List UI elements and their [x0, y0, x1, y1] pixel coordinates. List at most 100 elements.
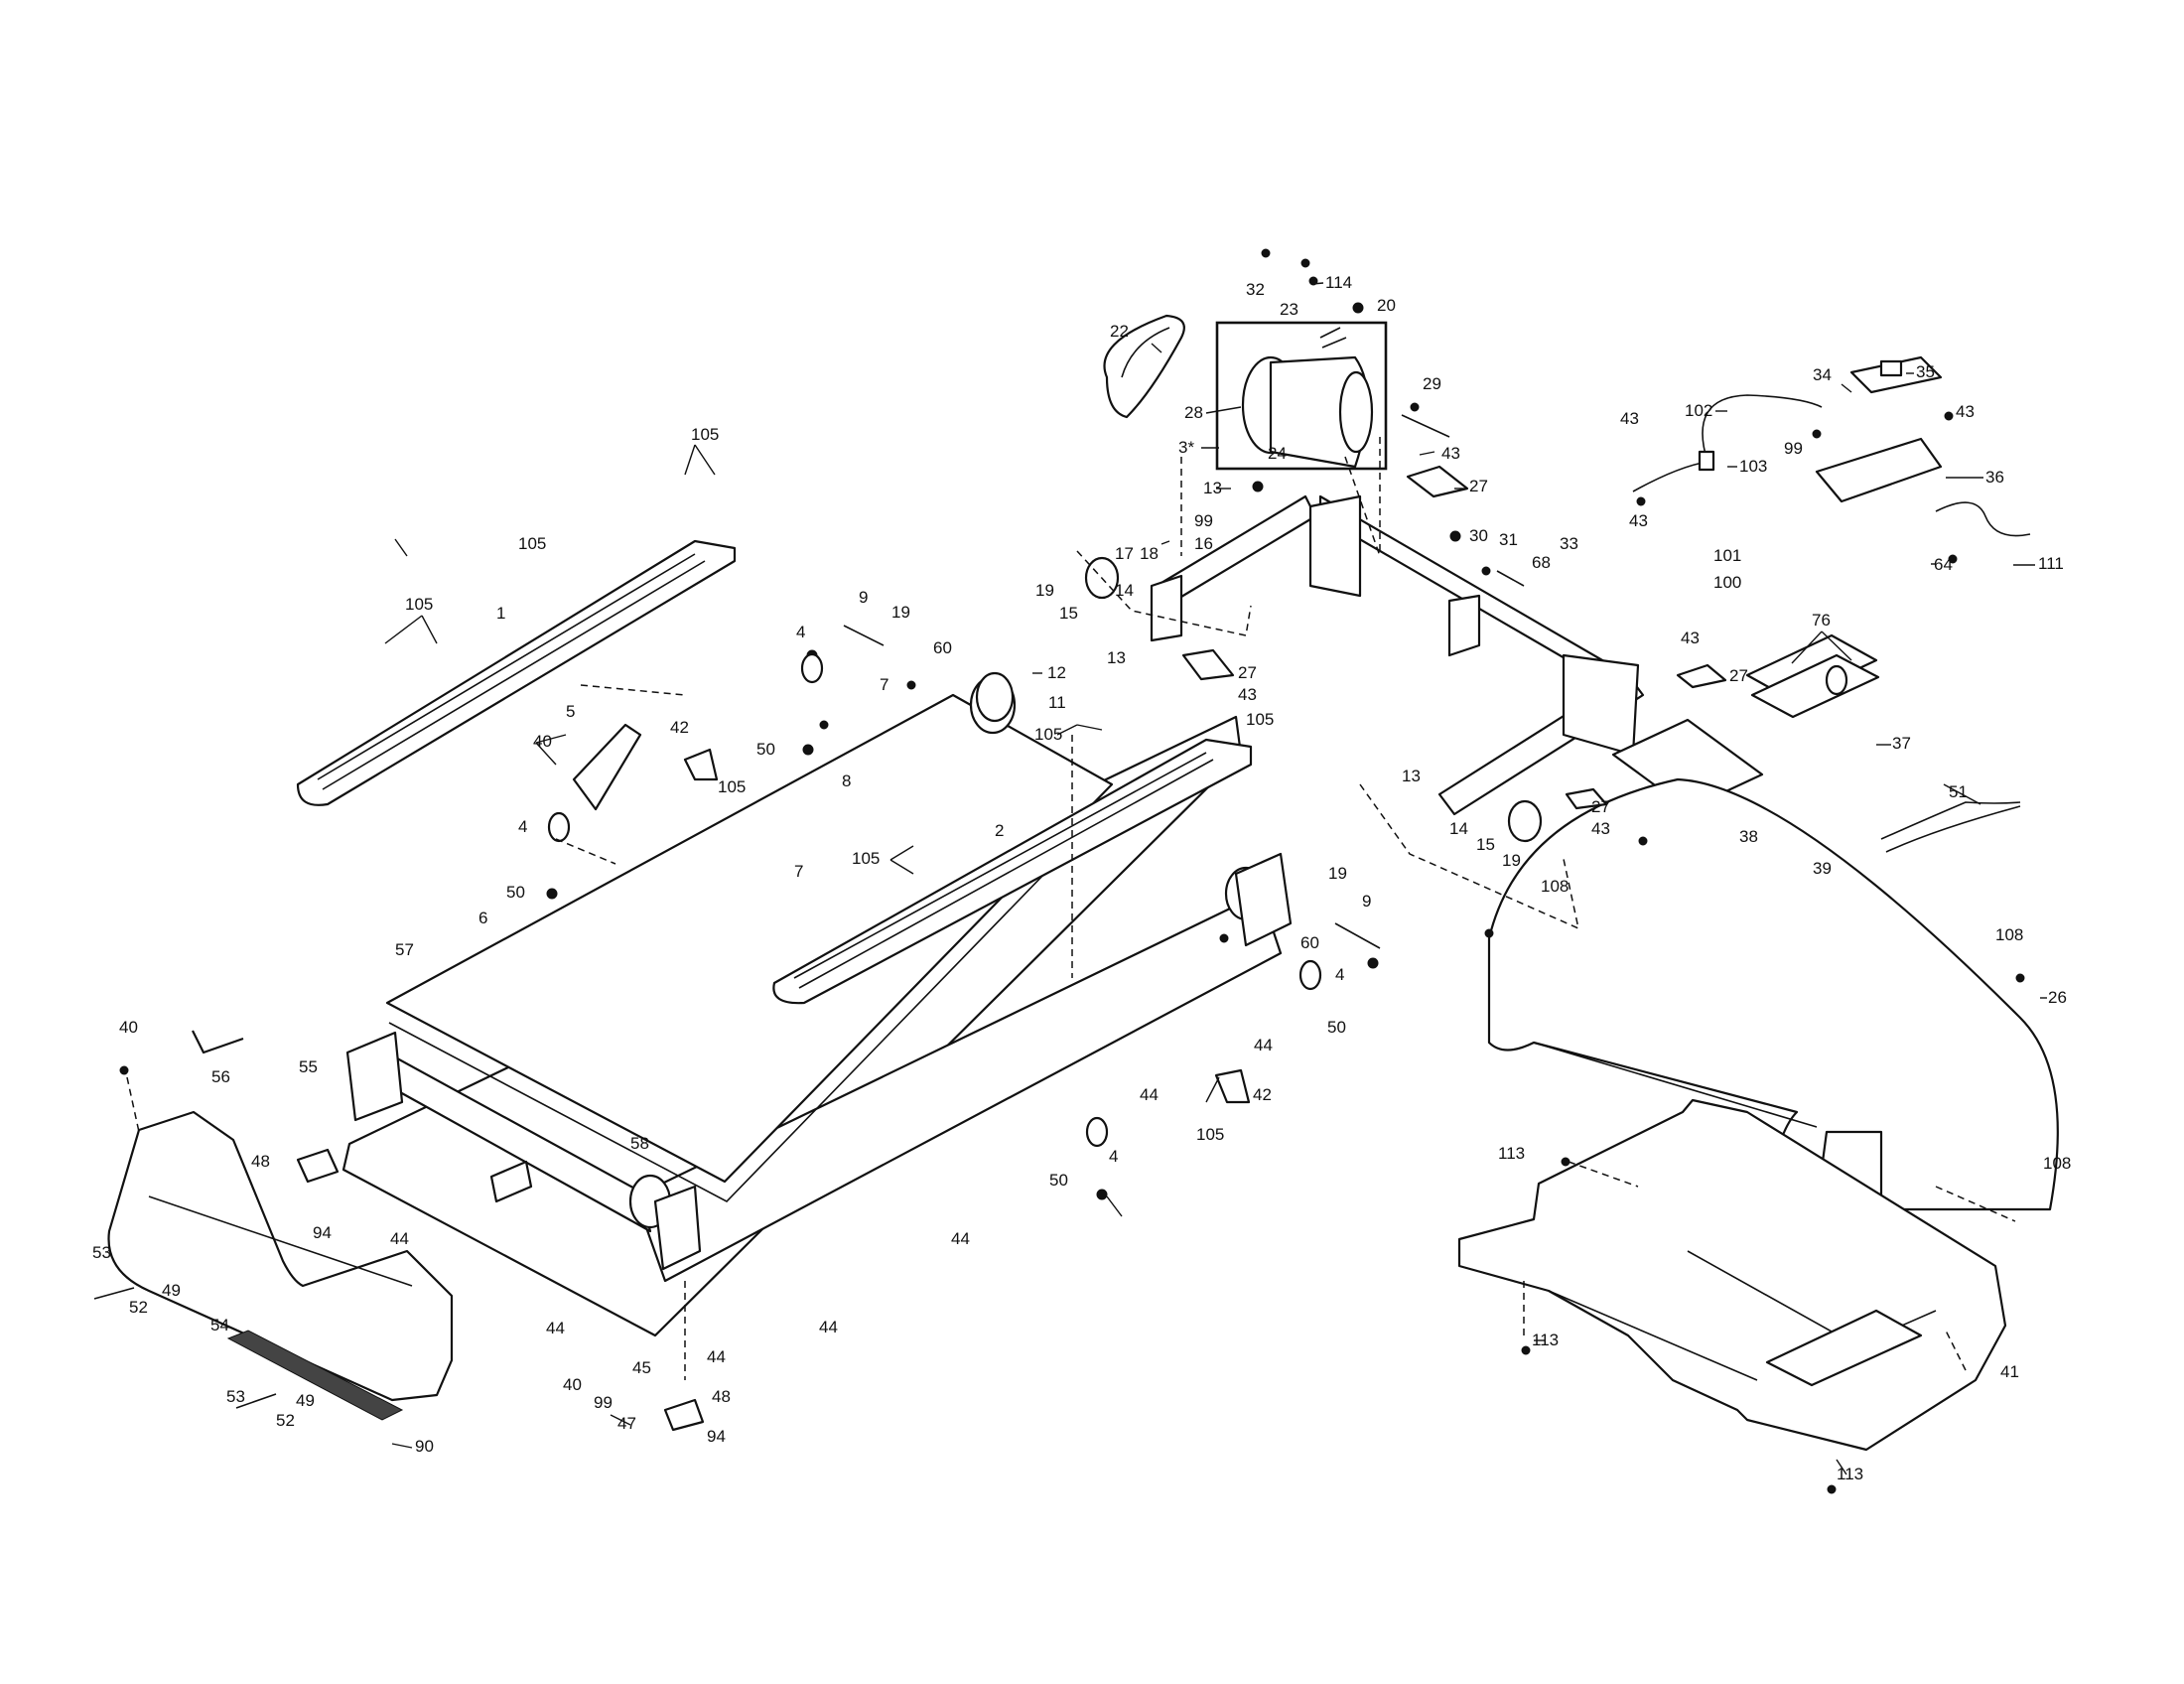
callout: 16	[1194, 534, 1213, 553]
callout: 43	[1238, 685, 1257, 704]
callout: 27	[1469, 477, 1488, 495]
callout: 52	[276, 1411, 295, 1430]
callout: 34	[1813, 365, 1832, 384]
callout: 105	[691, 425, 719, 444]
callout: 39	[1813, 859, 1832, 878]
callout: 38	[1739, 827, 1758, 846]
callout: 53	[92, 1243, 111, 1262]
assembly-guides	[126, 437, 2016, 1380]
callout: 44	[1254, 1036, 1273, 1054]
callout: 19	[1035, 581, 1054, 600]
callout: 14	[1449, 819, 1468, 838]
callout: 19	[891, 603, 910, 622]
callout: 44	[1140, 1085, 1159, 1104]
callout: 48	[712, 1387, 731, 1406]
callout: 43	[1591, 819, 1610, 838]
callout: 6	[478, 909, 487, 927]
callout: 19	[1328, 864, 1347, 883]
callout: 101	[1713, 546, 1741, 565]
deck-isolators	[547, 652, 1322, 1148]
callout: 55	[299, 1057, 318, 1076]
callout: 108	[1541, 877, 1569, 896]
callout: 28	[1184, 403, 1203, 422]
callout: 105	[852, 849, 880, 868]
callout: 7	[880, 675, 888, 694]
callout: 105	[718, 777, 746, 796]
callout: 43	[1629, 511, 1648, 530]
callout: 20	[1377, 296, 1396, 315]
callout: 113	[1498, 1144, 1525, 1163]
leader-lines	[384, 282, 2047, 1475]
callout: 99	[594, 1393, 613, 1412]
callout: 40	[119, 1018, 138, 1037]
callout: 31	[1499, 530, 1518, 549]
step-grille	[226, 1330, 404, 1421]
callout: 100	[1713, 573, 1741, 592]
callout: 102	[1685, 401, 1712, 420]
motor-hood	[1487, 777, 2059, 1211]
callout: 11	[1048, 693, 1066, 712]
callout: 32	[1246, 280, 1265, 299]
bolts	[93, 414, 1525, 1409]
callout: 113	[1532, 1331, 1559, 1349]
callout: 113	[1837, 1465, 1863, 1483]
callout: 54	[210, 1316, 229, 1334]
callout: 105	[405, 595, 433, 614]
callout: 105	[518, 534, 546, 553]
callout: 44	[951, 1229, 970, 1248]
callout: 18	[1140, 544, 1159, 563]
callout: 105	[1196, 1125, 1224, 1144]
callout: 105	[1246, 710, 1274, 729]
callout: 24	[1268, 444, 1287, 463]
callout: 17	[1115, 544, 1134, 563]
callout: 53	[226, 1387, 245, 1406]
callout: 4	[1109, 1147, 1118, 1166]
callout: 94	[707, 1427, 726, 1446]
callout: 99	[1194, 511, 1213, 530]
callout: 114	[1325, 273, 1352, 292]
wire-harness	[1880, 501, 2031, 853]
circuit-breaker	[1745, 633, 1880, 719]
callout: 2	[995, 821, 1004, 840]
callout: 8	[842, 772, 851, 790]
callout: 19	[1502, 851, 1521, 870]
callout: 50	[1327, 1018, 1346, 1037]
fasteners	[119, 248, 2025, 1494]
callout: 90	[415, 1437, 434, 1456]
callout: 60	[933, 638, 952, 657]
hex-key	[192, 1030, 244, 1054]
callout: 35	[1916, 362, 1935, 381]
callout: 44	[390, 1229, 409, 1248]
callout: 64	[1934, 555, 1953, 574]
controller-board	[1849, 355, 1943, 394]
callout: 13	[1203, 479, 1222, 497]
callout: 48	[251, 1152, 270, 1171]
callout: 33	[1560, 534, 1578, 553]
controller-plate	[1815, 437, 1943, 503]
callout: 30	[1469, 526, 1488, 545]
callout: 41	[2000, 1362, 2019, 1381]
callout: 27	[1591, 797, 1610, 816]
drive-motor	[1215, 321, 1388, 471]
callout: 42	[1253, 1085, 1272, 1104]
drive-belt	[1103, 314, 1185, 419]
callout: 22	[1110, 322, 1129, 341]
callout: 50	[506, 883, 525, 902]
callout: 111	[2038, 554, 2064, 573]
callout: 29	[1423, 374, 1441, 393]
callout: 5	[566, 702, 575, 721]
callout: 15	[1059, 604, 1078, 623]
callout: 76	[1812, 611, 1831, 630]
callout: 105	[1034, 725, 1062, 744]
callout: 43	[1956, 402, 1975, 421]
callout: 27	[1729, 666, 1748, 685]
callout: 44	[546, 1319, 565, 1337]
callout: 68	[1532, 553, 1551, 572]
callout: 13	[1107, 648, 1126, 667]
callout: 44	[707, 1347, 726, 1366]
callout: 103	[1739, 457, 1767, 476]
callout: 45	[632, 1358, 651, 1377]
callout: 52	[129, 1298, 148, 1317]
callout: 12	[1047, 663, 1066, 682]
